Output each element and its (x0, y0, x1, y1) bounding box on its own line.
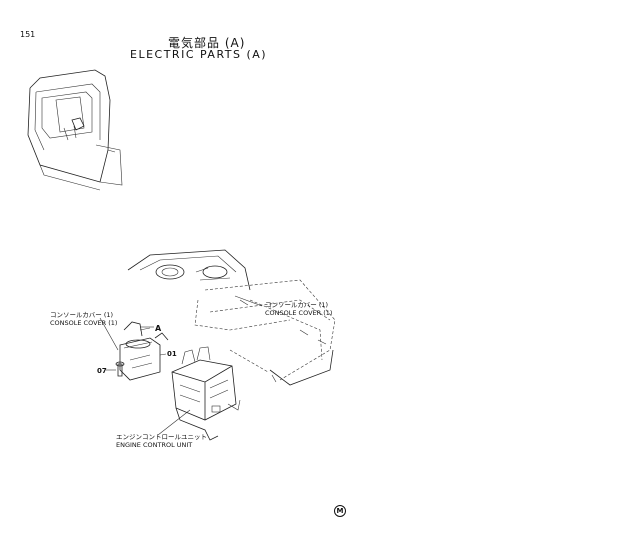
footer-mark-glyph: M (334, 505, 346, 517)
callout-part-a: A (155, 324, 162, 333)
console-cover-right-en: CONSOLE COVER (1) (265, 309, 333, 317)
engine-control-unit-jp: エンジンコントロールユニット (116, 433, 207, 441)
console-cover-right-jp: コンソールカバー (1) (265, 301, 329, 309)
callout-part-07: 07 (97, 367, 107, 375)
page-title-english: ELECTRIC PARTS (A) (130, 48, 268, 61)
engine-control-unit (171, 346, 241, 441)
callout-part-01: 01 (167, 350, 177, 358)
page-title-japanese: 電気部品 (A) (168, 36, 246, 50)
console-frame (127, 249, 336, 386)
engine-control-unit-en: ENGINE CONTROL UNIT (116, 441, 193, 449)
console-cover-left-jp: コンソールカバー (1) (50, 311, 114, 319)
footer-mark: M (334, 505, 346, 517)
leader-lines (99, 295, 263, 436)
console-cover-right-label: コンソールカバー (1) CONSOLE COVER (1) (265, 301, 332, 317)
key-switch-part-01 (119, 321, 169, 381)
engine-control-unit-label: エンジンコントロールユニット ENGINE CONTROL UNIT (116, 433, 207, 449)
excavator-cab-thumbnail (27, 69, 123, 191)
page-number: 151 (20, 30, 36, 39)
console-cover-left-label: コンソールカバー (1) CONSOLE COVER (1) (50, 311, 117, 327)
console-cover-left-en: CONSOLE COVER (1) (50, 319, 118, 327)
screw-part-07 (115, 361, 125, 377)
